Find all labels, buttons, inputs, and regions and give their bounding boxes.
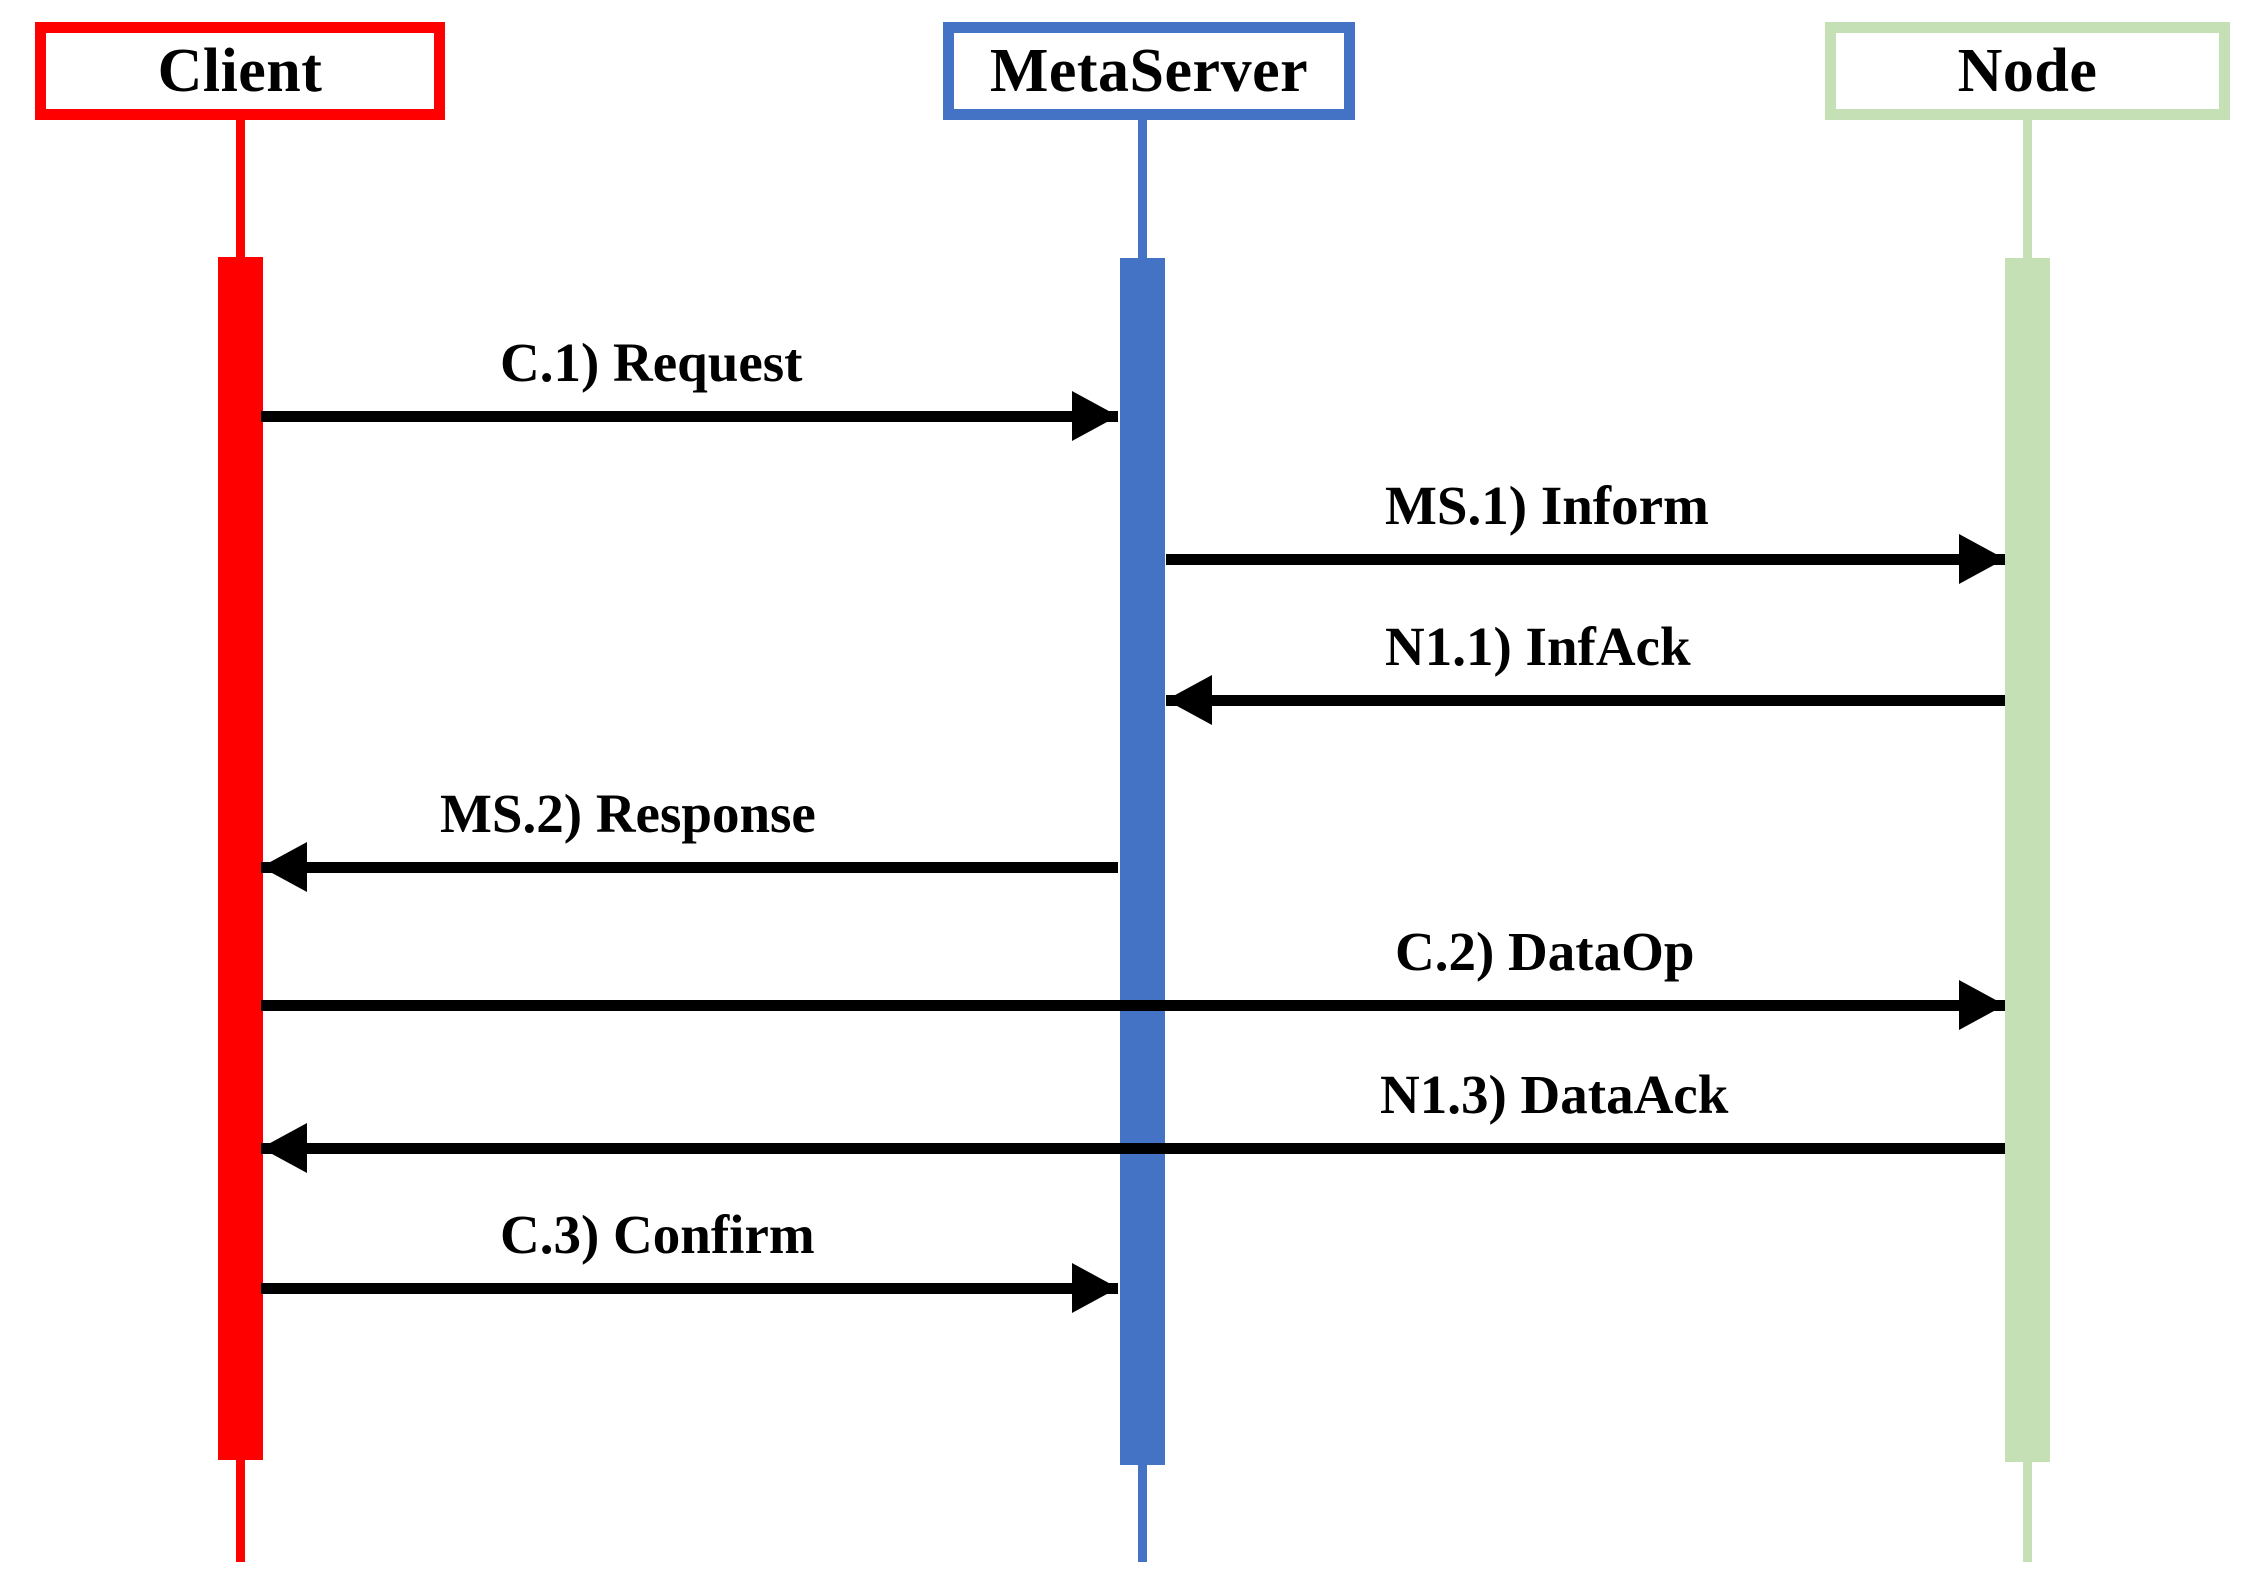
activation-bar-client: [218, 257, 263, 1460]
activation-bar-metaserver: [1120, 258, 1165, 1465]
participant-box-client[interactable]: Client: [35, 22, 445, 120]
message-line-m1: [261, 411, 1118, 422]
message-label-m4: MS.2) Response: [440, 783, 816, 844]
arrowhead-left-m6: [261, 1123, 307, 1173]
arrowhead-right-m1: [1072, 391, 1118, 441]
message-label-m3: N1.1) InfAck: [1385, 616, 1691, 677]
arrowhead-right-m7: [1072, 1263, 1118, 1313]
activation-bar-node: [2005, 258, 2050, 1462]
message-label-m1: C.1) Request: [500, 332, 803, 393]
arrowhead-left-m4: [261, 842, 307, 892]
participant-label-node: Node: [1957, 37, 2098, 105]
message-label-m6: N1.3) DataAck: [1380, 1064, 1729, 1125]
message-label-m5: C.2) DataOp: [1395, 921, 1695, 982]
message-line-m2: [1166, 554, 2005, 565]
arrowhead-left-m3: [1166, 675, 1212, 725]
participant-box-metaserver[interactable]: MetaServer: [943, 22, 1355, 120]
message-line-m3: [1166, 695, 2005, 706]
participant-box-node[interactable]: Node: [1825, 22, 2230, 120]
arrowhead-right-m2: [1959, 534, 2005, 584]
message-line-m7: [261, 1283, 1118, 1294]
message-line-m5: [261, 1000, 2005, 1011]
message-line-m4: [261, 862, 1118, 873]
message-label-m7: C.3) Confirm: [500, 1204, 815, 1265]
arrowhead-right-m5: [1959, 980, 2005, 1030]
message-label-m2: MS.1) Inform: [1385, 475, 1709, 536]
message-line-m6: [261, 1143, 2005, 1154]
participant-label-client: Client: [157, 37, 323, 105]
participant-label-metaserver: MetaServer: [989, 37, 1309, 105]
